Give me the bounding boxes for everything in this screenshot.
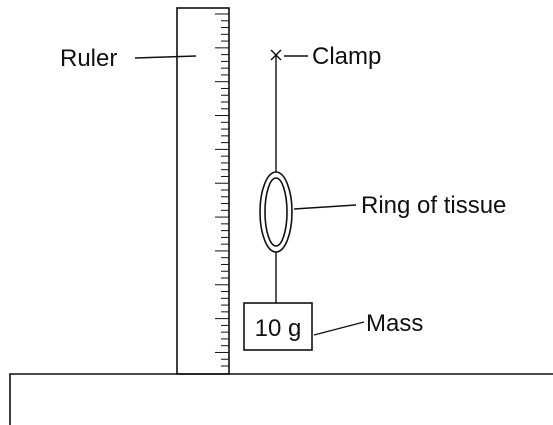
ring-label: Ring of tissue — [361, 192, 506, 219]
ring-leader-line — [293, 204, 357, 210]
mass-leader-line — [313, 321, 365, 336]
bench-surface — [9, 373, 553, 425]
mass-label: Mass — [366, 310, 423, 337]
ruler-label: Ruler — [60, 45, 117, 72]
tissue-ring — [259, 171, 293, 253]
ruler-leader-line — [134, 55, 197, 59]
clamp-label: Clamp — [312, 43, 381, 70]
ruler-ticks — [215, 13, 229, 367]
ruler — [176, 7, 230, 375]
mass-value: 10 g — [255, 315, 302, 342]
mass-block — [243, 302, 313, 351]
